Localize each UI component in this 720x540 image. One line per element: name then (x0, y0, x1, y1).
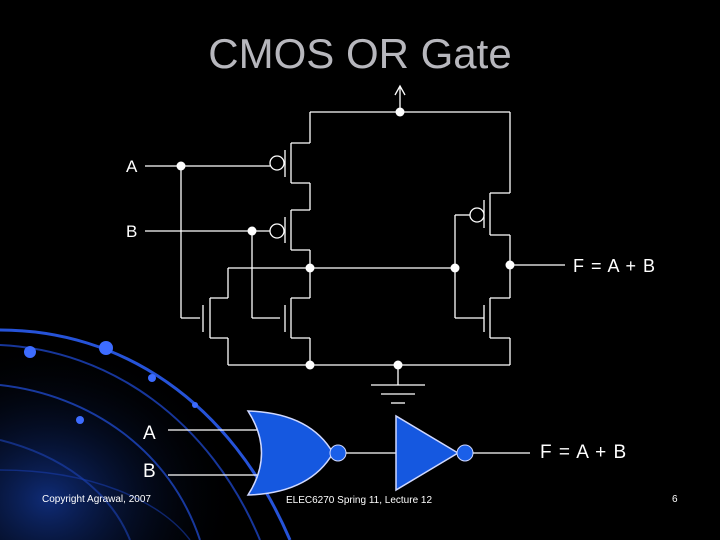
inverter-bubble (456, 444, 474, 462)
schematic-input-a-label: A (126, 157, 138, 176)
decor-dot (24, 346, 36, 358)
slide-title: CMOS OR Gate (208, 30, 512, 77)
gate-output-label: F = A + B (540, 442, 628, 463)
footer-page-number: 6 (672, 494, 678, 505)
nor-bubble (329, 444, 347, 462)
ground-symbol (371, 365, 425, 404)
pmos-b (269, 209, 310, 251)
schematic-output-label: F = A + B (573, 256, 657, 276)
decor-dot (76, 416, 84, 424)
decor-dot (148, 374, 156, 382)
schematic-input-b-label: B (126, 222, 138, 241)
pmos-a (269, 142, 310, 184)
pmos-inverter (469, 192, 510, 236)
nmos-inverter (483, 297, 510, 339)
decor-dot (192, 402, 198, 408)
footer-copyright: Copyright Agrawal, 2007 (42, 494, 151, 505)
nmos-b (284, 297, 310, 339)
gate-input-b-label: B (143, 461, 156, 482)
nor-gate (246, 410, 334, 496)
nmos-a (202, 297, 228, 339)
decor-dot (99, 341, 113, 355)
footer-course: ELEC6270 Spring 11, Lecture 12 (286, 495, 433, 506)
gate-input-a-label: A (143, 423, 156, 444)
inverter (395, 414, 460, 492)
